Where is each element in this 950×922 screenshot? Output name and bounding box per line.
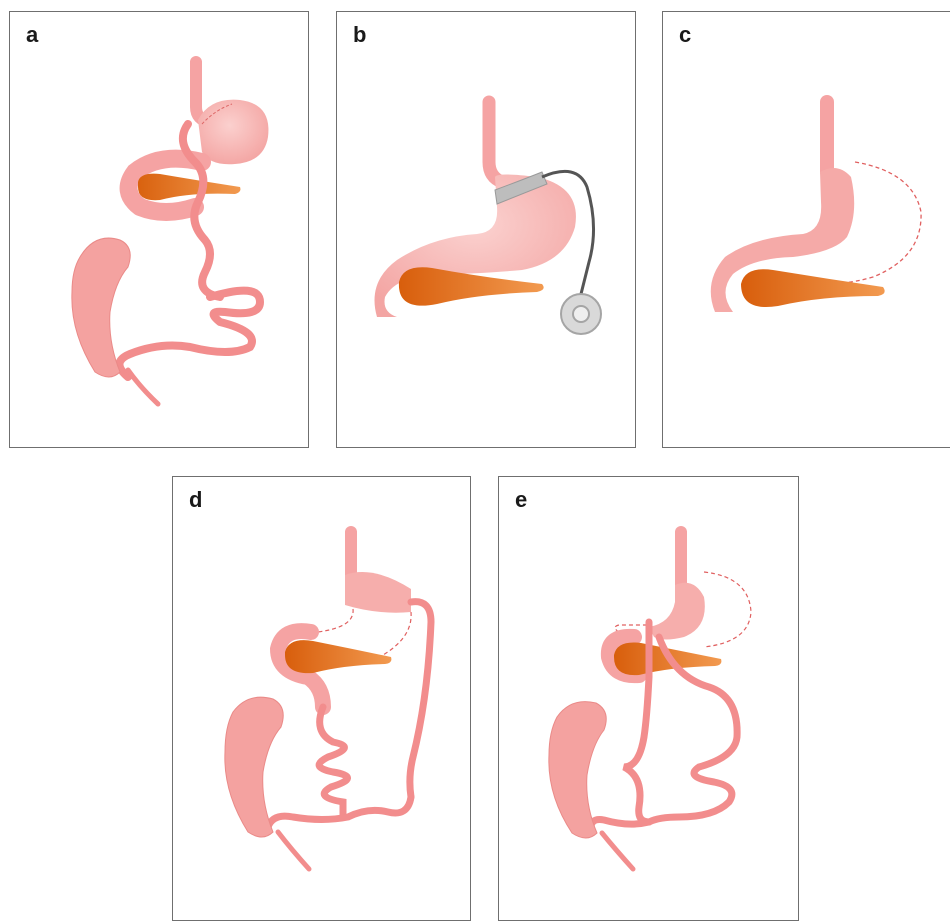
pancreas — [138, 174, 240, 201]
gastric-pouch — [345, 572, 411, 613]
colon-tail — [602, 833, 633, 869]
alimentary-limb — [410, 602, 431, 797]
pancreas — [285, 640, 391, 673]
rygb-illustration — [10, 12, 310, 449]
gastric-sleeve — [649, 583, 705, 640]
pancreas — [741, 269, 885, 307]
gastric-band-illustration — [337, 12, 637, 449]
panel-b: b — [336, 11, 636, 448]
panel-a: a — [9, 11, 309, 448]
biliopancreatic-diversion-illustration — [173, 477, 472, 922]
biliopancreatic-limb — [319, 707, 347, 817]
sleeve-gastrectomy-illustration — [663, 12, 950, 449]
panel-e: e — [498, 476, 799, 921]
access-port-center — [573, 306, 589, 322]
colon-tail — [278, 832, 309, 869]
panel-d: d — [172, 476, 471, 921]
common-channel — [591, 820, 649, 833]
colon-tail — [128, 370, 158, 404]
panel-c: c — [662, 11, 950, 448]
esophagus — [489, 102, 502, 182]
small-bowel — [119, 291, 260, 377]
duodenal-switch-illustration — [499, 477, 800, 922]
excluded-stomach — [198, 100, 268, 165]
